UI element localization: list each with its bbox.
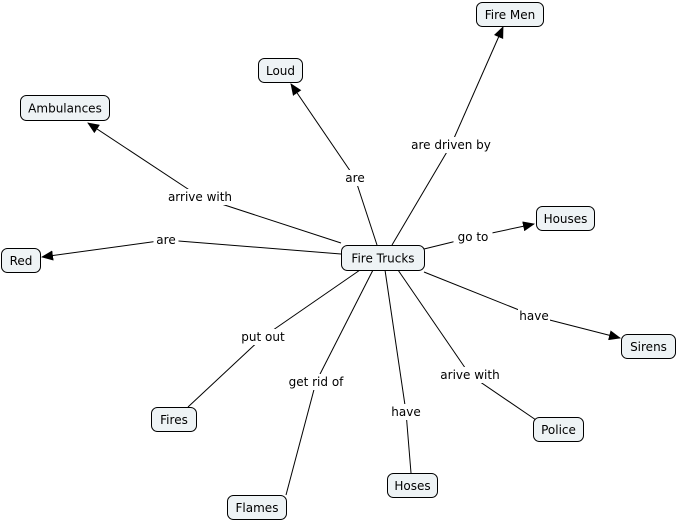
link-label-text: are driven by <box>411 138 491 152</box>
node-houses[interactable]: Houses <box>536 206 595 231</box>
node-loud[interactable]: Loud <box>258 58 303 83</box>
link-label-text: are <box>156 233 175 247</box>
link-line-flames <box>315 269 374 383</box>
node-box <box>1 248 41 273</box>
link-label-flames[interactable]: get rid of <box>279 374 353 390</box>
node-sirens[interactable]: Sirens <box>621 334 676 359</box>
link-line-fire_men-arrow <box>450 26 504 146</box>
link-line-fires <box>262 269 361 338</box>
link-label-fires[interactable]: put out <box>236 329 290 345</box>
node-box <box>476 2 544 27</box>
link-line-sirens <box>423 271 535 317</box>
link-label-text: put out <box>241 330 285 344</box>
link-label-bg <box>453 229 493 245</box>
link-label-houses[interactable]: go to <box>453 229 493 245</box>
node-label: Loud <box>266 64 295 78</box>
node-box <box>387 473 438 498</box>
link-label-text: have <box>519 309 548 323</box>
node-box <box>20 95 110 121</box>
node-label: Fires <box>160 413 188 427</box>
link-label-bg <box>159 189 241 205</box>
node-box <box>151 407 197 432</box>
link-line-red <box>165 239 342 255</box>
node-label: Fire Trucks <box>351 252 414 266</box>
link-label-fire_men[interactable]: are driven by <box>403 137 499 153</box>
node-label: Hoses <box>394 479 430 493</box>
link-line-hoses <box>405 411 412 474</box>
node-label: Sirens <box>630 340 667 354</box>
node-box <box>621 334 676 359</box>
link-label-bg <box>153 232 179 248</box>
node-police[interactable]: Police <box>533 417 584 442</box>
link-line-ambulances-arrow <box>87 122 201 198</box>
link-label-text: get rid of <box>289 375 345 389</box>
node-box <box>227 495 287 520</box>
link-label-bg <box>433 367 507 383</box>
link-label-bg <box>403 137 499 153</box>
node-label: Flames <box>236 501 279 515</box>
link-line-fire_men <box>391 144 452 246</box>
link-label-text: go to <box>458 230 489 244</box>
link-label-bg <box>390 404 422 420</box>
link-label-text: arive with <box>440 368 499 382</box>
node-box <box>258 58 303 83</box>
link-line-red-arrow <box>41 239 167 261</box>
link-line-loud-arrow <box>290 83 356 179</box>
node-fires[interactable]: Fires <box>151 407 197 432</box>
link-label-bg <box>342 170 368 186</box>
link-label-bg <box>518 308 550 324</box>
node-box <box>341 245 425 271</box>
node-label: Fire Men <box>485 8 536 22</box>
link-line-fires <box>187 336 264 408</box>
link-label-text: arrive with <box>168 190 232 204</box>
node-label: Red <box>10 254 33 268</box>
node-red[interactable]: Red <box>1 248 41 273</box>
node-label: Ambulances <box>28 102 102 116</box>
node-hoses[interactable]: Hoses <box>387 473 438 498</box>
link-label-red[interactable]: are <box>153 232 179 248</box>
link-label-police[interactable]: arive with <box>433 367 507 383</box>
node-box <box>533 417 584 442</box>
node-label: Houses <box>544 212 588 226</box>
link-label-ambulances[interactable]: arrive with <box>159 189 241 205</box>
node-box <box>536 206 595 231</box>
node-fire-trucks[interactable]: Fire Trucks <box>341 245 425 271</box>
link-label-bg <box>236 329 290 345</box>
link-line-hoses <box>384 269 407 413</box>
link-label-loud[interactable]: are <box>342 170 368 186</box>
node-flames[interactable]: Flames <box>227 495 287 520</box>
link-line-loud <box>354 177 378 246</box>
link-label-hoses[interactable]: have <box>390 404 422 420</box>
link-label-text: have <box>391 405 420 419</box>
link-line-flames <box>285 381 317 496</box>
link-label-text: are <box>345 171 364 185</box>
link-line-police <box>397 269 471 376</box>
node-label: Police <box>541 423 576 437</box>
link-label-sirens[interactable]: have <box>518 308 550 324</box>
link-label-bg <box>279 374 353 390</box>
node-fire-men[interactable]: Fire Men <box>476 2 544 27</box>
node-ambulances[interactable]: Ambulances <box>20 95 110 121</box>
